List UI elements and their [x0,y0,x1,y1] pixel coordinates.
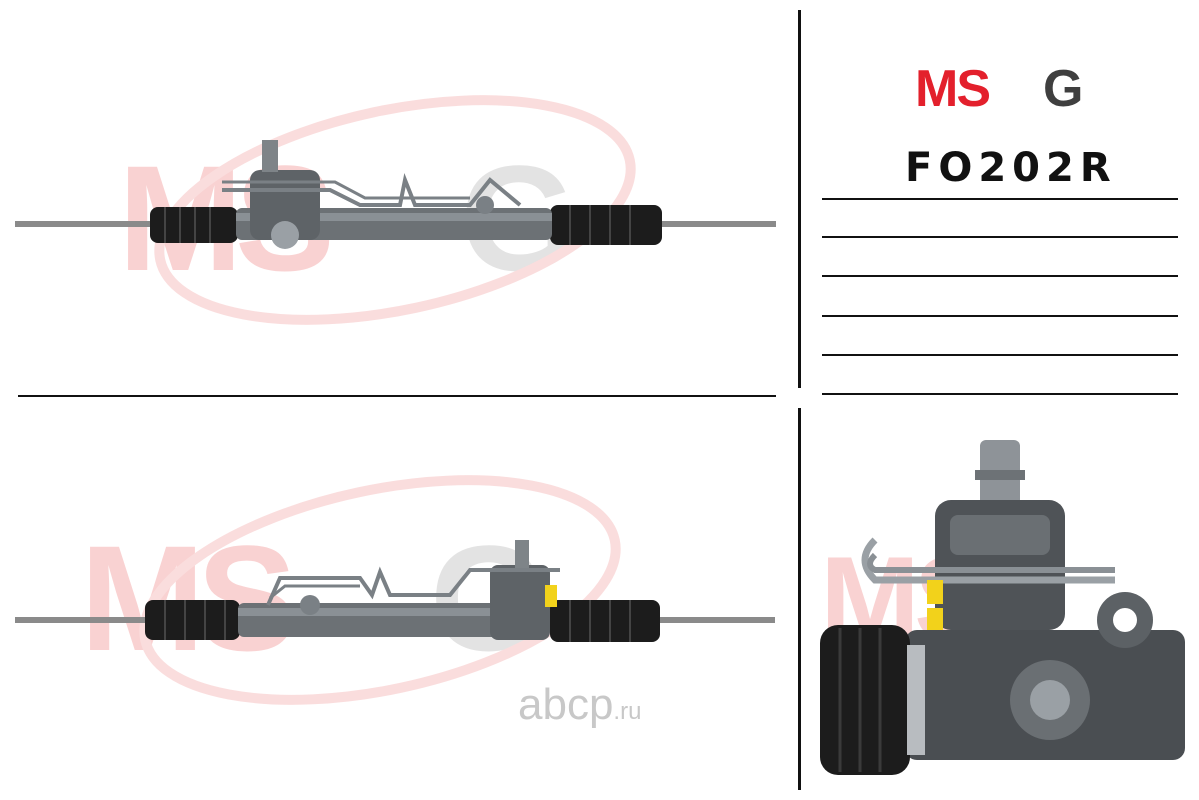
spec-line-1 [822,198,1178,200]
steering-rack-rear-view: MS G [15,475,775,705]
spec-line-2 [822,236,1178,238]
vertical-divider-bottom [798,408,801,790]
watermark-site-text: abcp.ru [518,680,642,729]
spec-line-6 [822,393,1178,395]
spec-line-4 [822,315,1178,317]
msg-logo: MS G [915,60,1083,118]
svg-text:MS: MS [80,514,292,682]
svg-text:G: G [1043,60,1083,118]
spec-line-3 [822,275,1178,277]
part-number: FO202R [905,145,1117,191]
vertical-divider-top [798,10,801,388]
steering-rack-front-view: MS G [15,95,776,325]
horizontal-divider [18,395,776,397]
svg-text:MS: MS [915,60,989,118]
spec-line-5 [822,354,1178,356]
steering-rack-detail-view: MS [820,440,1185,775]
